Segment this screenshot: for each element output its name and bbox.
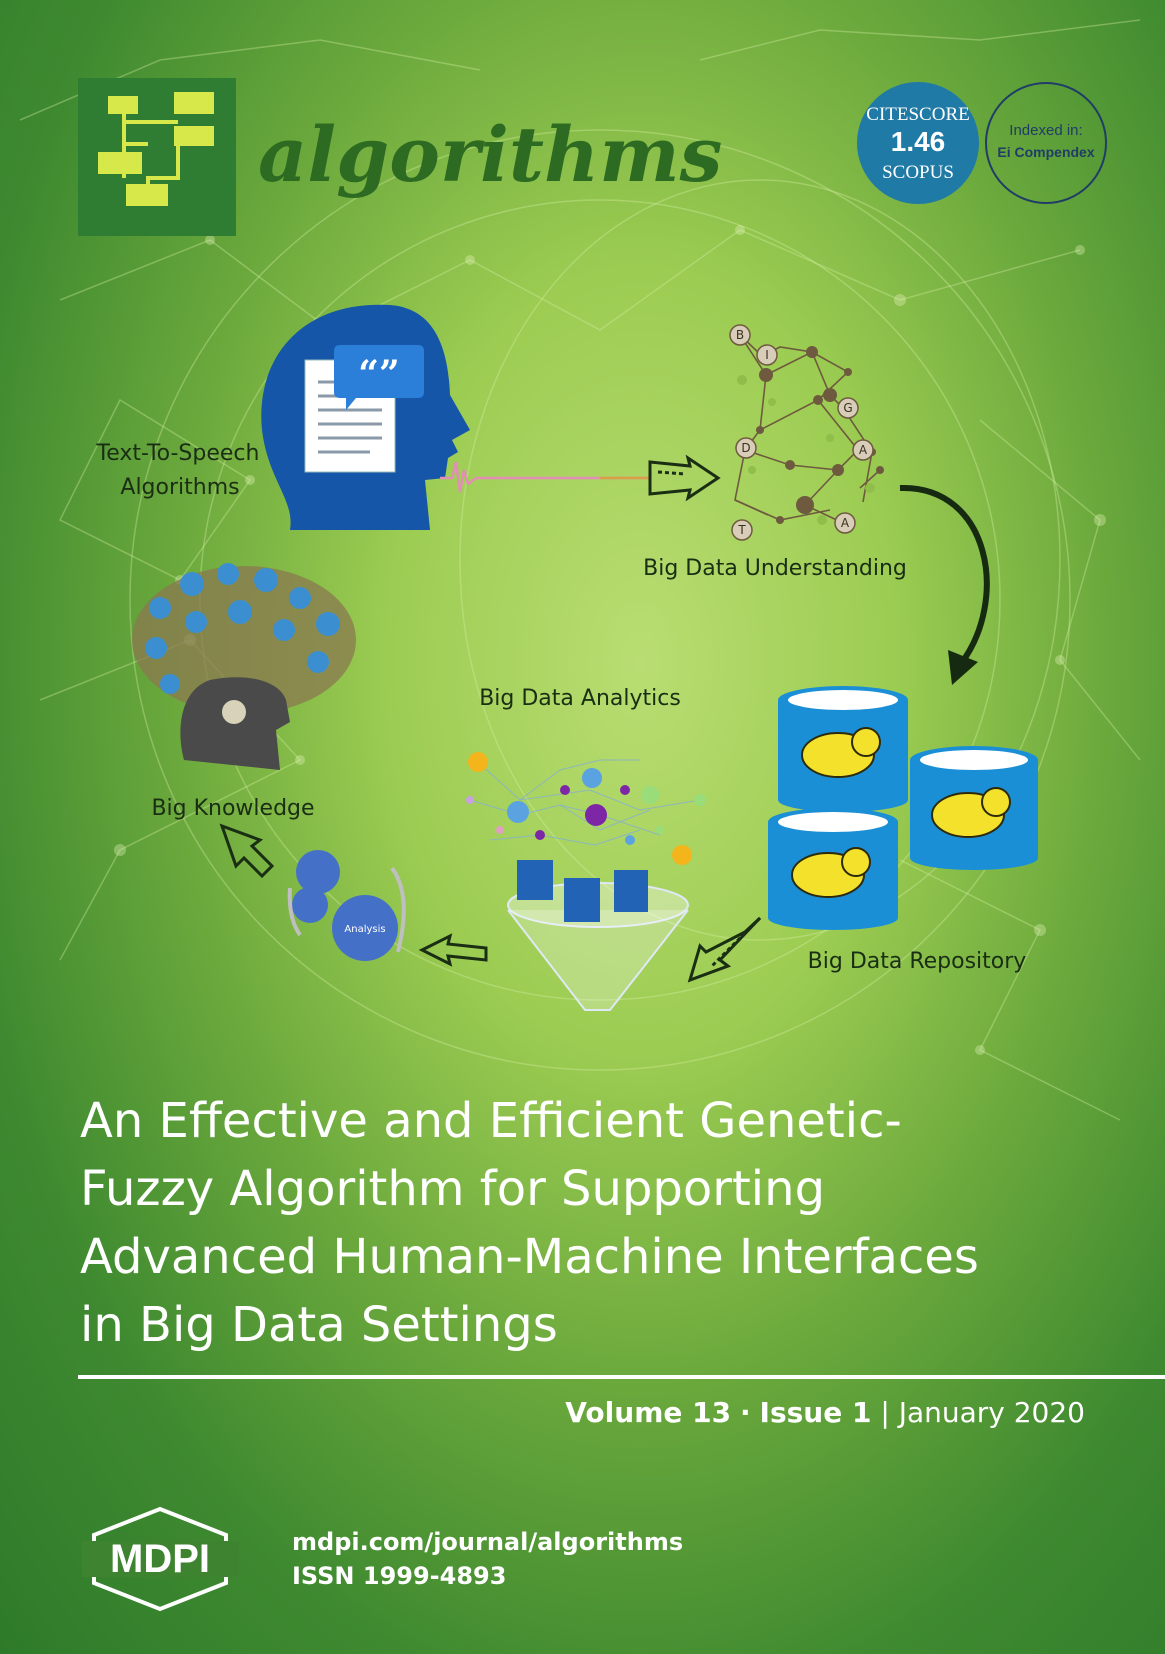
arrow-left-icon <box>418 933 488 967</box>
indexed-badge: Indexed in: Ei Compendex <box>985 82 1107 204</box>
analysis-gears-icon: Analysis <box>287 850 406 961</box>
mdpi-logo-text: MDPI <box>110 1537 210 1581</box>
video-file-icon <box>517 860 553 900</box>
hadoop-database-icons <box>768 686 1038 930</box>
title-line: Fuzzy Algorithm for Supporting <box>80 1161 826 1217</box>
text-to-speech-label-line1: Text-To-Speech <box>96 441 260 466</box>
indexed-label: Indexed in: <box>1009 122 1083 139</box>
citescore-badge: CITESCORE 1.46 SCOPUS <box>857 82 979 204</box>
sound-wave <box>440 461 650 493</box>
big-knowledge-label: Big Knowledge <box>151 796 314 821</box>
mdpi-logo: MDPI <box>82 1506 239 1612</box>
flowchart-logo-icon <box>98 92 214 206</box>
curved-arrow-icon <box>899 484 990 685</box>
letter-t: T <box>737 523 746 537</box>
letter-b: B <box>736 328 744 342</box>
letter-g: G <box>843 401 852 415</box>
letter-a1: A <box>859 443 868 457</box>
knowledge-head-icon <box>132 563 356 770</box>
citescore-value: 1.46 <box>890 126 946 157</box>
issue-divider: | <box>880 1396 890 1429</box>
indexed-database: Ei Compendex <box>997 144 1095 160</box>
document-file-icon <box>614 870 648 912</box>
arrow-right-icon <box>648 454 721 502</box>
arrow-down-left-icon <box>687 916 762 983</box>
issue-info: Volume 13 · Issue 1 | January 2020 <box>565 1396 1085 1429</box>
quote-glyph: “” <box>358 353 399 395</box>
letter-d: D <box>741 441 750 455</box>
title-line: An Effective and Efficient Genetic- <box>80 1093 902 1149</box>
citescore-source: SCOPUS <box>882 162 954 183</box>
title-line: in Big Data Settings <box>80 1297 558 1353</box>
big-data-analytics-label: Big Data Analytics <box>479 686 681 711</box>
audio-file-icon <box>564 878 600 922</box>
text-to-speech-label-line2: Algorithms <box>120 475 239 500</box>
arrow-up-left-icon <box>219 823 275 879</box>
issn-label: ISSN 1999-4893 <box>292 1562 507 1590</box>
big-data-understanding-label: Big Data Understanding <box>643 556 907 581</box>
big-data-diagram: “” <box>96 304 1038 1011</box>
journal-name: algorithms <box>258 110 723 199</box>
issue-separator: · <box>739 1396 751 1429</box>
journal-url[interactable]: mdpi.com/journal/algorithms <box>292 1528 684 1556</box>
big-data-letter-network: B I G D A T A <box>729 324 884 541</box>
article-title: An Effective and Efficient Genetic- Fuzz… <box>80 1087 1120 1359</box>
issue-label: Issue 1 <box>759 1396 872 1429</box>
divider-rule <box>78 1375 1165 1379</box>
analytics-network-icon <box>466 752 706 865</box>
analysis-label: Analysis <box>344 924 385 935</box>
volume-label: Volume 13 <box>565 1396 732 1429</box>
letter-a2: A <box>841 516 850 530</box>
citescore-label: CITESCORE <box>866 104 970 125</box>
data-funnel-icon <box>507 860 689 1011</box>
big-data-repository-label: Big Data Repository <box>808 949 1027 974</box>
letter-i: I <box>765 348 769 362</box>
issue-date: January 2020 <box>898 1396 1085 1429</box>
speaking-head-icon: “” <box>261 304 470 530</box>
title-line: Advanced Human-Machine Interfaces <box>80 1229 979 1285</box>
journal-logo <box>78 78 236 236</box>
